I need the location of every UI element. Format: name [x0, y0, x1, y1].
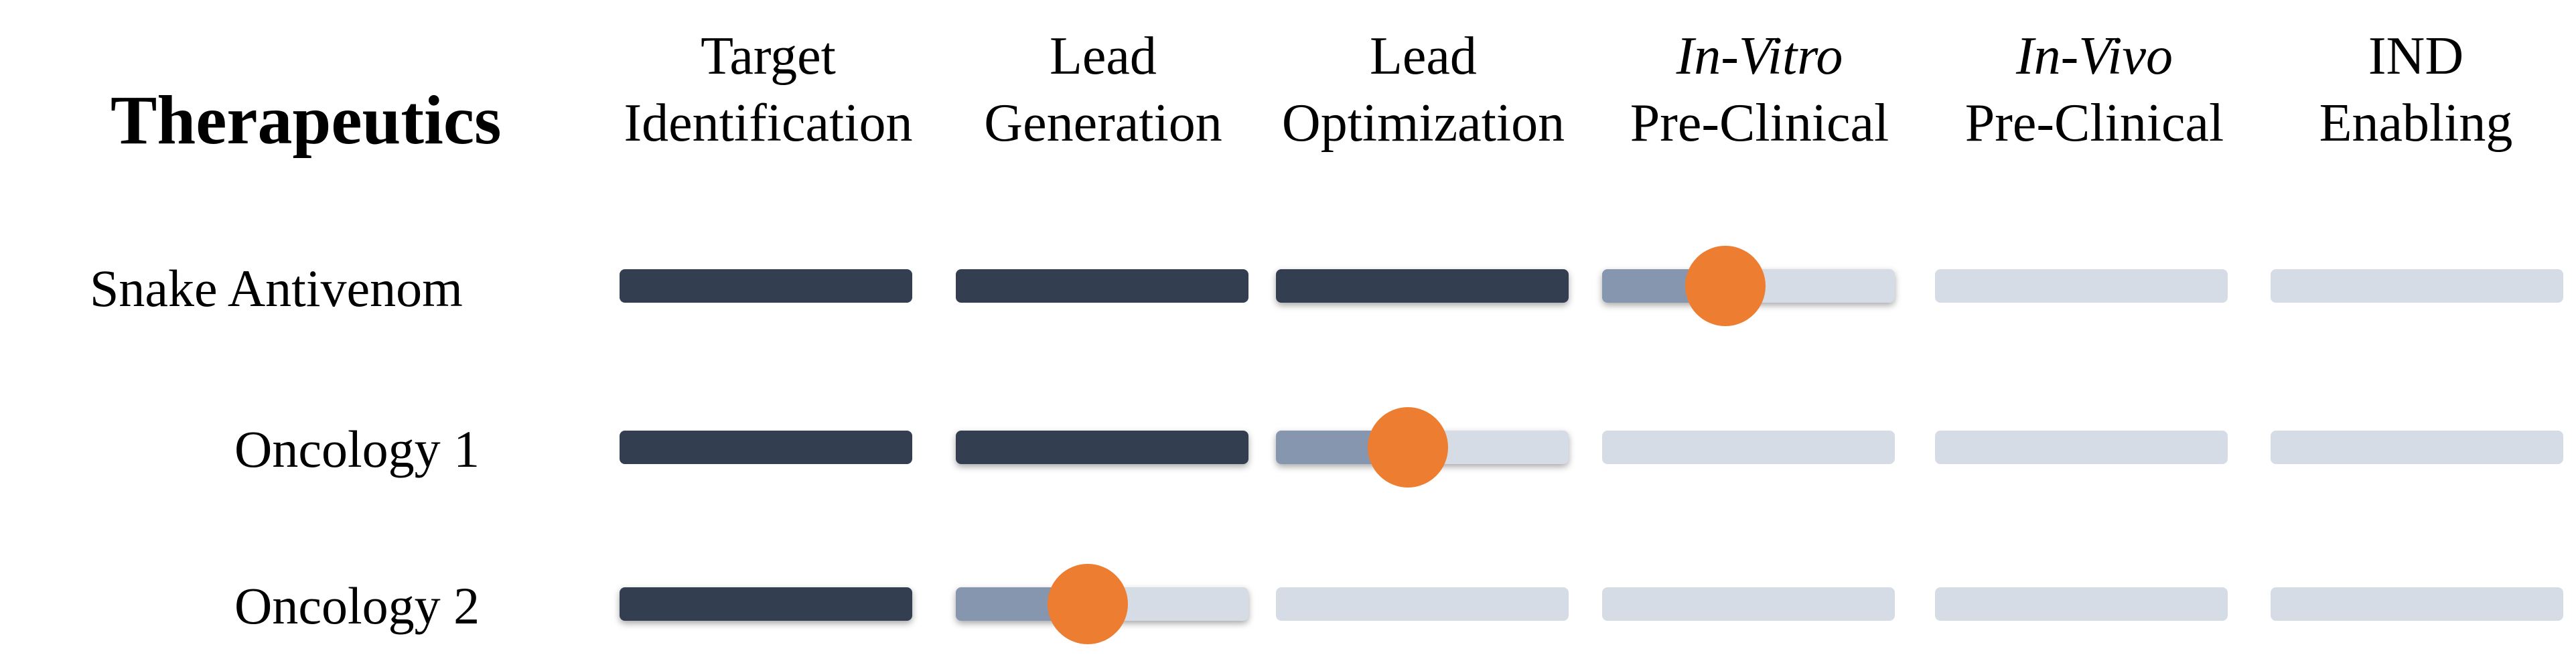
stage-bar-pending-oncology-1-4 — [1602, 431, 1895, 464]
stage-header-2-line1: Lead — [1050, 27, 1157, 86]
progress-marker-snake-antivenom — [1685, 246, 1766, 326]
program-label-oncology-2: Oncology 2 — [234, 577, 480, 635]
stage-bar-completed-oncology-1-1 — [620, 431, 912, 464]
program-label-oncology-1: Oncology 1 — [234, 420, 480, 478]
stage-bar-pending-snake-antivenom-6 — [2271, 269, 2563, 303]
stage-header-1-line2: Identification — [624, 94, 913, 153]
stage-bar-pending-snake-antivenom-5 — [1935, 269, 2228, 303]
stage-header-6-line2: Enabling — [2319, 94, 2513, 153]
stage-bar-pending-oncology-1-5 — [1935, 431, 2228, 464]
stage-header-5-line2: Pre-Clinical — [1964, 94, 2224, 153]
stage-header-1-line1: Target — [701, 27, 836, 86]
stage-bar-completed-snake-antivenom-3 — [1276, 269, 1569, 303]
stage-bar-completed-oncology-1-2 — [956, 431, 1248, 464]
stage-bar-completed-snake-antivenom-1 — [620, 269, 912, 303]
stage-header-6-line1: IND — [2368, 27, 2464, 86]
stage-header-4-line1: In-Vitro — [1676, 27, 1843, 86]
stage-header-1: Target Identification — [601, 23, 936, 157]
stage-header-6: IND Enabling — [2248, 23, 2576, 157]
stage-bar-completed-oncology-2-1 — [620, 587, 912, 621]
program-label-snake-antivenom: Snake Antivenom — [90, 259, 463, 317]
stage-header-4: In-Vitro Pre-Clinical — [1592, 23, 1927, 157]
stage-bar-pending-oncology-1-6 — [2271, 431, 2563, 464]
stage-header-3: Lead Optimization — [1256, 23, 1591, 157]
stage-header-5-line1: In-Vivo — [2016, 27, 2173, 86]
stage-bar-pending-oncology-2-4 — [1602, 587, 1895, 621]
stage-bar-pending-oncology-2-6 — [2271, 587, 2563, 621]
stage-bar-pending-oncology-2-5 — [1935, 587, 2228, 621]
page-title: Therapeutics — [111, 82, 502, 159]
stage-header-2: Lead Generation — [936, 23, 1271, 157]
stage-header-4-line2: Pre-Clinical — [1630, 94, 1889, 153]
stage-bar-pending-oncology-2-3 — [1276, 587, 1569, 621]
stage-header-2-line2: Generation — [984, 94, 1222, 153]
progress-marker-oncology-2 — [1047, 564, 1128, 644]
stage-header-5: In-Vivo Pre-Clinical — [1927, 23, 2262, 157]
stage-bar-completed-snake-antivenom-2 — [956, 269, 1248, 303]
progress-marker-oncology-1 — [1367, 407, 1448, 488]
stage-header-3-line1: Lead — [1370, 27, 1477, 86]
stage-header-3-line2: Optimization — [1281, 94, 1565, 153]
